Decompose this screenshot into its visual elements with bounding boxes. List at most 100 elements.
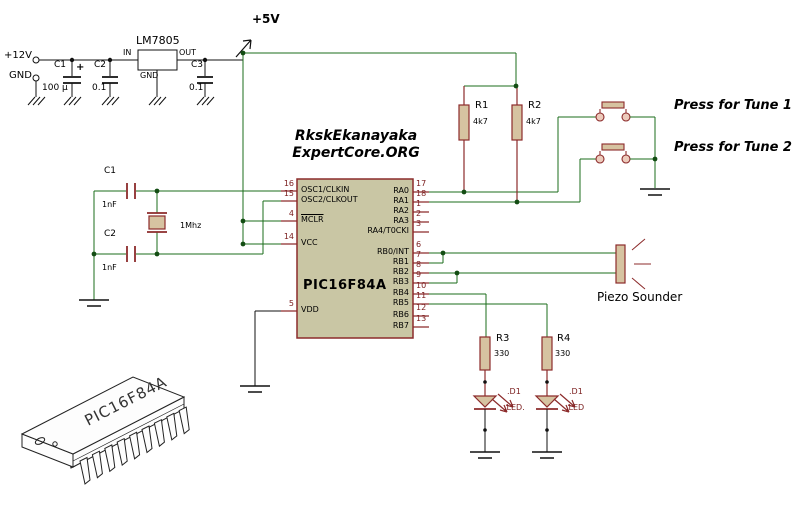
tune1-label: Press for Tune 1 xyxy=(674,98,792,113)
chip-body xyxy=(296,178,414,339)
r3-value: 330 xyxy=(494,349,510,358)
dip-pin1-dot xyxy=(52,441,58,447)
resistor-r4 xyxy=(541,336,553,396)
cap-c2-ref: C2 xyxy=(94,60,107,70)
button-ground-symbol xyxy=(640,188,670,196)
led1-ref: .D1 xyxy=(507,387,521,396)
pin-num-14: 14 xyxy=(283,232,294,241)
osc-c2-value: 1nF xyxy=(102,263,117,272)
chip-pin-stubs-right xyxy=(413,191,429,328)
regulator-body xyxy=(137,49,178,71)
pin-num-8: 8 xyxy=(416,260,422,269)
pin-label-rb2: RB2 xyxy=(392,267,409,276)
osc-c1-ref: C1 xyxy=(104,166,117,176)
cap-plates xyxy=(63,76,213,84)
pin-num-10: 10 xyxy=(416,281,427,290)
resistor-r3 xyxy=(479,336,491,396)
led2-emission-arrows-icon xyxy=(553,393,576,413)
pin-num-7: 7 xyxy=(416,250,422,259)
resistor-r1 xyxy=(458,86,470,192)
v5-arrow-icon xyxy=(235,39,252,58)
r1-value: 4k7 xyxy=(473,117,488,126)
piezo-net xyxy=(429,252,616,284)
led1-ground-symbol xyxy=(470,451,500,459)
vdd-wire xyxy=(240,310,281,393)
pin-num-2: 2 xyxy=(416,209,422,218)
pin-label-ra4: RA4/T0CKI xyxy=(367,226,409,235)
cap-c1-ref: C1 xyxy=(54,60,67,70)
led2-triangle xyxy=(534,395,560,408)
cap-c3-value: 0.1 xyxy=(189,83,204,93)
regulator-name: LM7805 xyxy=(136,34,180,47)
button1-actuator xyxy=(601,101,625,109)
dip-top-face xyxy=(20,376,186,455)
v5-rail xyxy=(242,52,517,244)
button1-terminal-left xyxy=(595,112,605,122)
pin-label-rb3: RB3 xyxy=(392,277,409,286)
led1 xyxy=(470,380,514,459)
r4-value: 330 xyxy=(555,349,571,358)
v5-label: +5V xyxy=(252,12,280,26)
microcontroller xyxy=(281,178,429,339)
pin-label-ra2: RA2 xyxy=(393,206,409,215)
tune2-label: Press for Tune 2 xyxy=(674,140,792,155)
pin-label-rb7: RB7 xyxy=(392,321,409,330)
pin-label-rb6: RB6 xyxy=(392,310,409,319)
r2-ref: R2 xyxy=(528,100,542,111)
oscillator-wires xyxy=(93,190,281,300)
regulator-gnd-label: GND xyxy=(140,71,159,80)
piezo-sound-waves-icon xyxy=(631,238,651,290)
crystal-body xyxy=(148,215,166,230)
pin-label-rb4: RB4 xyxy=(392,288,409,297)
pin-label-ra1: RA1 xyxy=(393,196,409,205)
pin-label-rb5: RB5 xyxy=(392,298,409,307)
pin-num-13: 13 xyxy=(416,314,427,323)
led2 xyxy=(532,380,576,459)
pin-label-vdd: VDD xyxy=(301,305,319,314)
title-line1: RkskEkanayaka xyxy=(294,128,418,144)
regulator-in-label: IN xyxy=(123,48,132,57)
dip-pin1-notch xyxy=(34,437,46,445)
pin-num-16: 16 xyxy=(283,179,294,188)
ground-hatch-symbols xyxy=(27,96,215,106)
power-section xyxy=(27,39,252,106)
pin-num-3: 3 xyxy=(416,219,422,228)
piezo-sounder xyxy=(615,238,651,290)
button-ground-net xyxy=(630,116,670,196)
ra-wires xyxy=(429,85,596,203)
button-tune1 xyxy=(595,101,631,122)
led2-name: .LED xyxy=(566,403,585,412)
pin-label-osc2: OSC2/CLKOUT xyxy=(301,195,358,204)
piezo-label: Piezo Sounder xyxy=(597,290,683,304)
vdd-ground-symbol xyxy=(240,385,270,393)
button1-terminal-right xyxy=(621,112,631,122)
pin-num-18: 18 xyxy=(416,189,427,198)
power-wires xyxy=(35,59,243,97)
button2-terminal-right xyxy=(621,154,631,164)
button2-terminal-left xyxy=(595,154,605,164)
pin-label-rb0: RB0/INT xyxy=(376,247,409,256)
mclr-vcc-wires xyxy=(243,220,281,245)
cap-c3-ref: C3 xyxy=(191,60,204,70)
led2-ref: .D1 xyxy=(569,387,583,396)
gnd-terminal xyxy=(32,74,40,82)
pin-num-11: 11 xyxy=(416,291,427,300)
r3-ref: R3 xyxy=(496,333,510,344)
gnd-input-label: GND xyxy=(9,70,32,81)
pin-label-rb1: RB1 xyxy=(392,257,409,266)
chip-pin-stubs-left xyxy=(281,190,297,312)
v12-terminal xyxy=(32,56,40,64)
pin-num-6: 6 xyxy=(416,240,422,249)
junction-dots xyxy=(91,50,658,276)
oscillator-section xyxy=(79,183,281,307)
pin-label-ra3: RA3 xyxy=(393,216,409,225)
led1-triangle xyxy=(472,395,498,408)
led1-name: .LED. xyxy=(504,403,525,412)
title-line2: ExpertCore.ORG xyxy=(292,145,420,161)
cap-c2-value: 0.1 xyxy=(92,83,107,93)
osc-cap-plates xyxy=(126,183,167,262)
r1-ref: R1 xyxy=(475,100,489,111)
led1-emission-arrows-icon xyxy=(491,393,514,413)
